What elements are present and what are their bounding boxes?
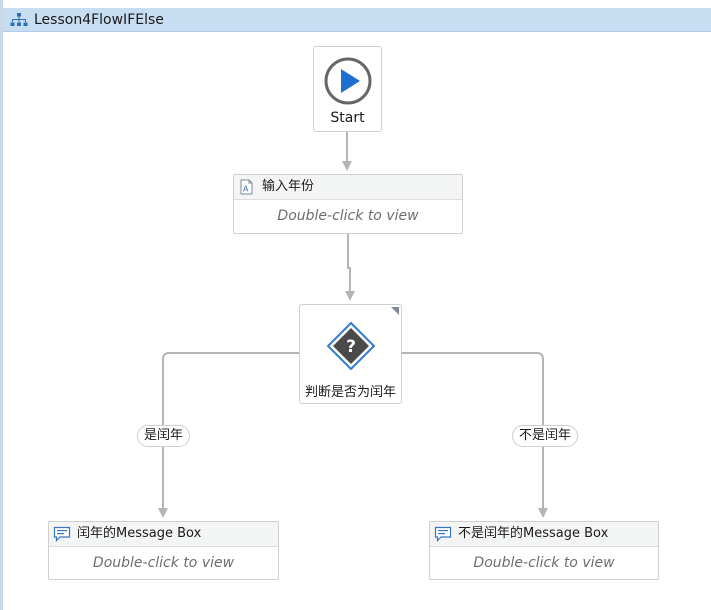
- connector-layer: [158, 132, 548, 518]
- decision-label: 判断是否为闰年: [304, 385, 396, 400]
- workflow-title: Lesson4FlowIFElse: [34, 12, 164, 28]
- connector-decision-true-branch[interactable]: [158, 352, 299, 518]
- activity-header: A 输入年份: [234, 175, 462, 200]
- activity-placeholder: Double-click to view: [473, 555, 615, 571]
- decision-node[interactable]: ? 判断是否为闰年: [299, 304, 402, 404]
- input-year-activity[interactable]: A 输入年份 Double-click to view: [233, 174, 463, 234]
- play-circle-icon: [324, 57, 372, 105]
- start-node[interactable]: Start: [313, 46, 382, 132]
- question-diamond-icon: ?: [327, 322, 375, 370]
- input-dialog-icon: A: [240, 179, 253, 195]
- activity-header: 不是闰年的Message Box: [430, 522, 658, 547]
- connector-input-to-decision[interactable]: [345, 234, 355, 301]
- activity-header: 闰年的Message Box: [49, 522, 278, 547]
- false-branch-label[interactable]: 不是闰年: [512, 425, 578, 447]
- designer-titlebar: Lesson4FlowIFElse: [3, 8, 711, 32]
- not-leap-message-box-activity[interactable]: 不是闰年的Message Box Double-click to view: [429, 521, 659, 580]
- expand-corner-icon: [391, 307, 399, 315]
- true-branch-label[interactable]: 是闰年: [137, 425, 190, 447]
- start-label: Start: [330, 110, 365, 126]
- flowchart-icon: [10, 13, 28, 26]
- activity-placeholder: Double-click to view: [277, 208, 419, 224]
- svg-text:A: A: [243, 185, 249, 194]
- svg-text:?: ?: [346, 337, 356, 357]
- activity-placeholder: Double-click to view: [92, 555, 235, 571]
- message-box-icon: [53, 526, 71, 542]
- leap-message-box-activity[interactable]: 闰年的Message Box Double-click to view: [48, 521, 279, 580]
- connector-decision-false-branch[interactable]: [402, 352, 548, 518]
- message-box-icon: [434, 526, 452, 542]
- activity-name: 输入年份: [262, 179, 315, 194]
- activity-name: 不是闰年的Message Box: [458, 526, 609, 541]
- activity-name: 闰年的Message Box: [77, 526, 202, 541]
